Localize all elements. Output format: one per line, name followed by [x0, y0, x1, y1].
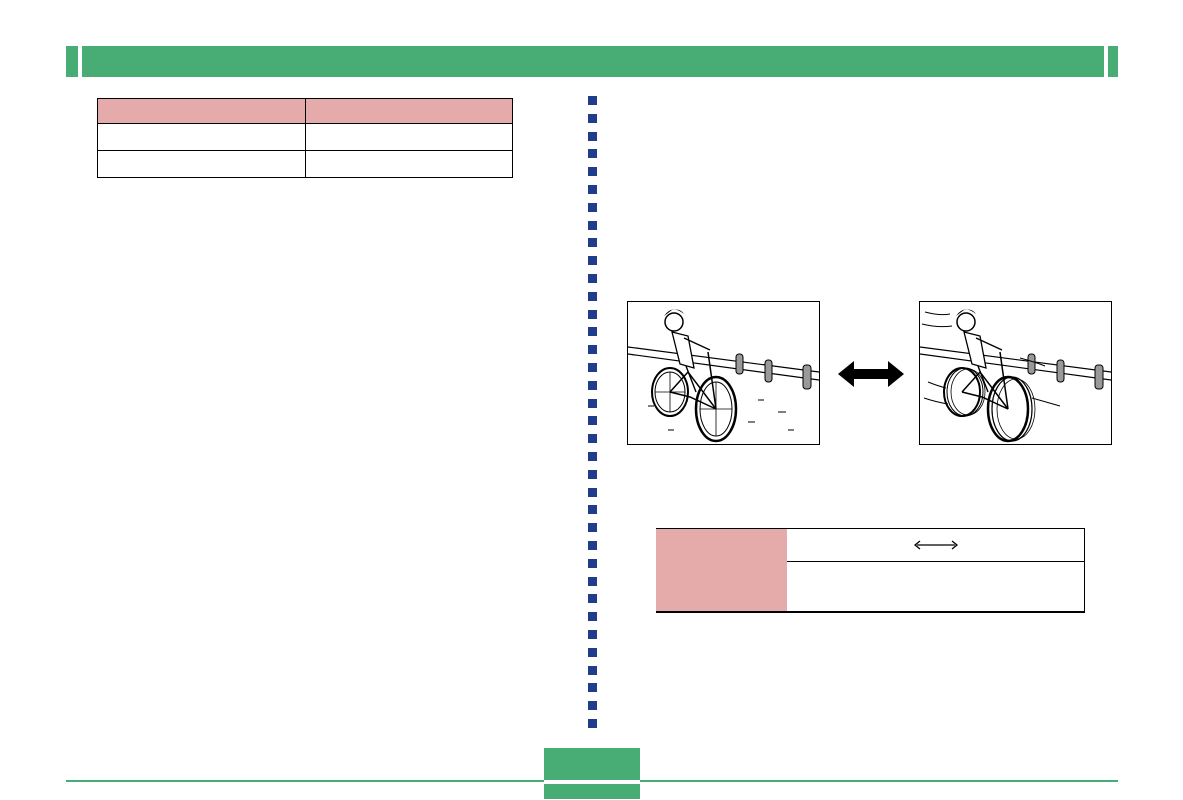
range-table-row-text — [787, 562, 1084, 611]
double-arrow-icon — [913, 540, 958, 550]
divider-dot — [588, 630, 597, 639]
page-tab-separator — [544, 780, 640, 784]
table-header-row — [97, 98, 513, 124]
divider-dot — [588, 612, 597, 621]
divider-dot — [588, 701, 597, 710]
divider-dot — [588, 132, 597, 141]
divider-dot — [588, 292, 597, 301]
divider-dot — [588, 149, 597, 158]
divider-dot — [588, 541, 597, 550]
header-bar — [66, 46, 1118, 77]
table-row — [97, 123, 513, 151]
divider-dot — [588, 256, 597, 265]
divider-dot — [588, 238, 597, 247]
cyclist-sharp-illustration — [627, 301, 820, 445]
divider-dot — [588, 416, 597, 425]
table-cell — [304, 150, 513, 178]
table-cell — [97, 123, 306, 151]
table-cell — [97, 150, 306, 178]
divider-dot — [588, 185, 597, 194]
divider-dot — [588, 470, 597, 479]
divider-dot — [588, 452, 597, 461]
settings-table — [97, 98, 513, 178]
table-cell — [304, 123, 513, 151]
divider-dot — [588, 434, 597, 443]
divider-dot — [588, 719, 597, 728]
divider-dot — [588, 96, 597, 105]
divider-dot — [588, 505, 597, 514]
table-row — [97, 150, 513, 178]
divider-dot — [588, 594, 597, 603]
header-gap-right — [1104, 46, 1108, 77]
divider-dot — [588, 648, 597, 657]
double-arrow-icon — [838, 361, 904, 387]
divider-dot — [588, 221, 597, 230]
divider-dot — [588, 381, 597, 390]
cyclist-motion-blur-illustration — [919, 301, 1112, 445]
divider-dot — [588, 203, 597, 212]
divider-dot — [588, 310, 597, 319]
divider-dot — [588, 399, 597, 408]
divider-dot — [588, 114, 597, 123]
divider-dot — [588, 488, 597, 497]
divider-dot — [588, 577, 597, 586]
range-table — [656, 528, 1085, 613]
divider-dot — [588, 327, 597, 336]
divider-dot — [588, 167, 597, 176]
header-gap-left — [78, 46, 82, 77]
divider-dot — [588, 523, 597, 532]
divider-dot — [588, 345, 597, 354]
table-header-cell — [97, 98, 306, 124]
divider-dot — [588, 274, 597, 283]
divider-dot — [588, 683, 597, 692]
divider-dot — [588, 363, 597, 372]
divider-dot — [588, 559, 597, 568]
divider-dot — [588, 666, 597, 675]
range-table-row-arrows — [787, 529, 1084, 562]
column-divider — [586, 96, 598, 736]
page-number-tab — [544, 748, 640, 799]
table-header-cell — [304, 98, 513, 124]
range-table-label — [656, 529, 787, 611]
